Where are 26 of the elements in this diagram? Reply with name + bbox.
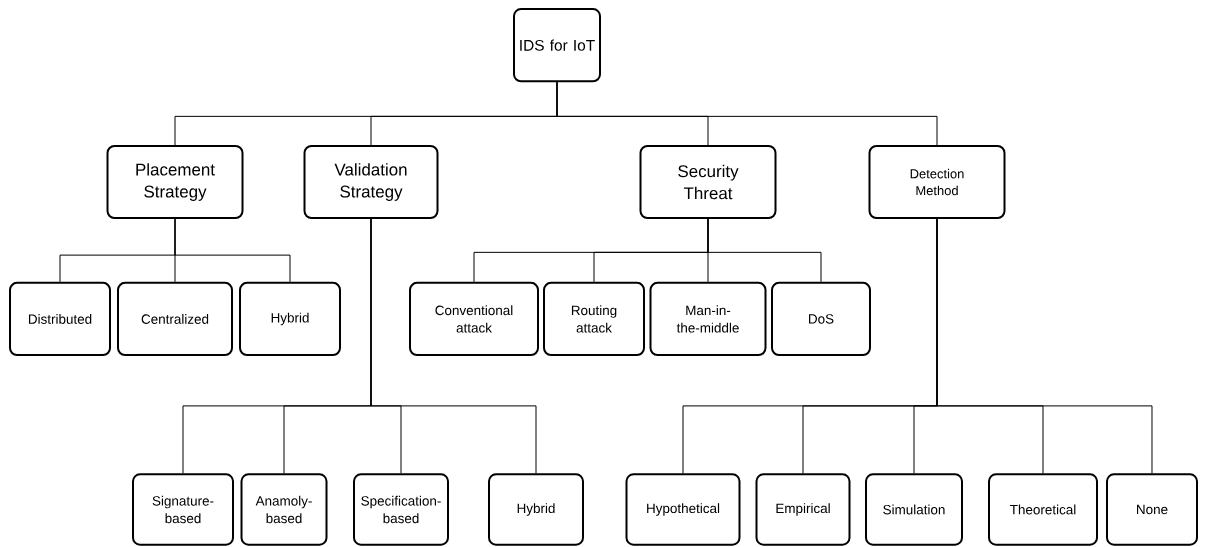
category-box: Specification-based: [353, 473, 449, 546]
connector-line: [556, 81, 938, 146]
category-box: Distributed: [9, 281, 111, 356]
category-box: Simulation: [865, 473, 963, 546]
category-box: DoS: [771, 281, 871, 356]
category-box: IDS for IoT: [513, 8, 601, 83]
category-box: Man-in-the-middle: [649, 281, 767, 356]
category-box: Centralized: [117, 281, 233, 356]
connector-line: [370, 218, 537, 474]
connector-line: [707, 218, 822, 283]
category-box: Security Threat: [639, 144, 777, 220]
category-box: Placement Strategy: [106, 144, 244, 220]
category-box: None: [1106, 473, 1198, 546]
category-box: Hybrid: [239, 281, 341, 356]
category-box: Detection Method: [868, 144, 1006, 220]
connector-line: [936, 218, 1153, 474]
category-box: Conventional attack: [409, 281, 539, 356]
category-box: Validation Strategy: [303, 144, 439, 220]
category-box: Anamoly-based: [240, 473, 328, 546]
category-box: Theoretical: [988, 473, 1098, 546]
category-box: Routing attack: [543, 281, 645, 356]
category-box: Signature-based: [132, 473, 234, 546]
connector-line: [174, 218, 291, 283]
category-box: Hypothetical: [625, 473, 741, 546]
category-box: Empirical: [755, 473, 851, 546]
category-box: Hybrid: [488, 473, 584, 546]
